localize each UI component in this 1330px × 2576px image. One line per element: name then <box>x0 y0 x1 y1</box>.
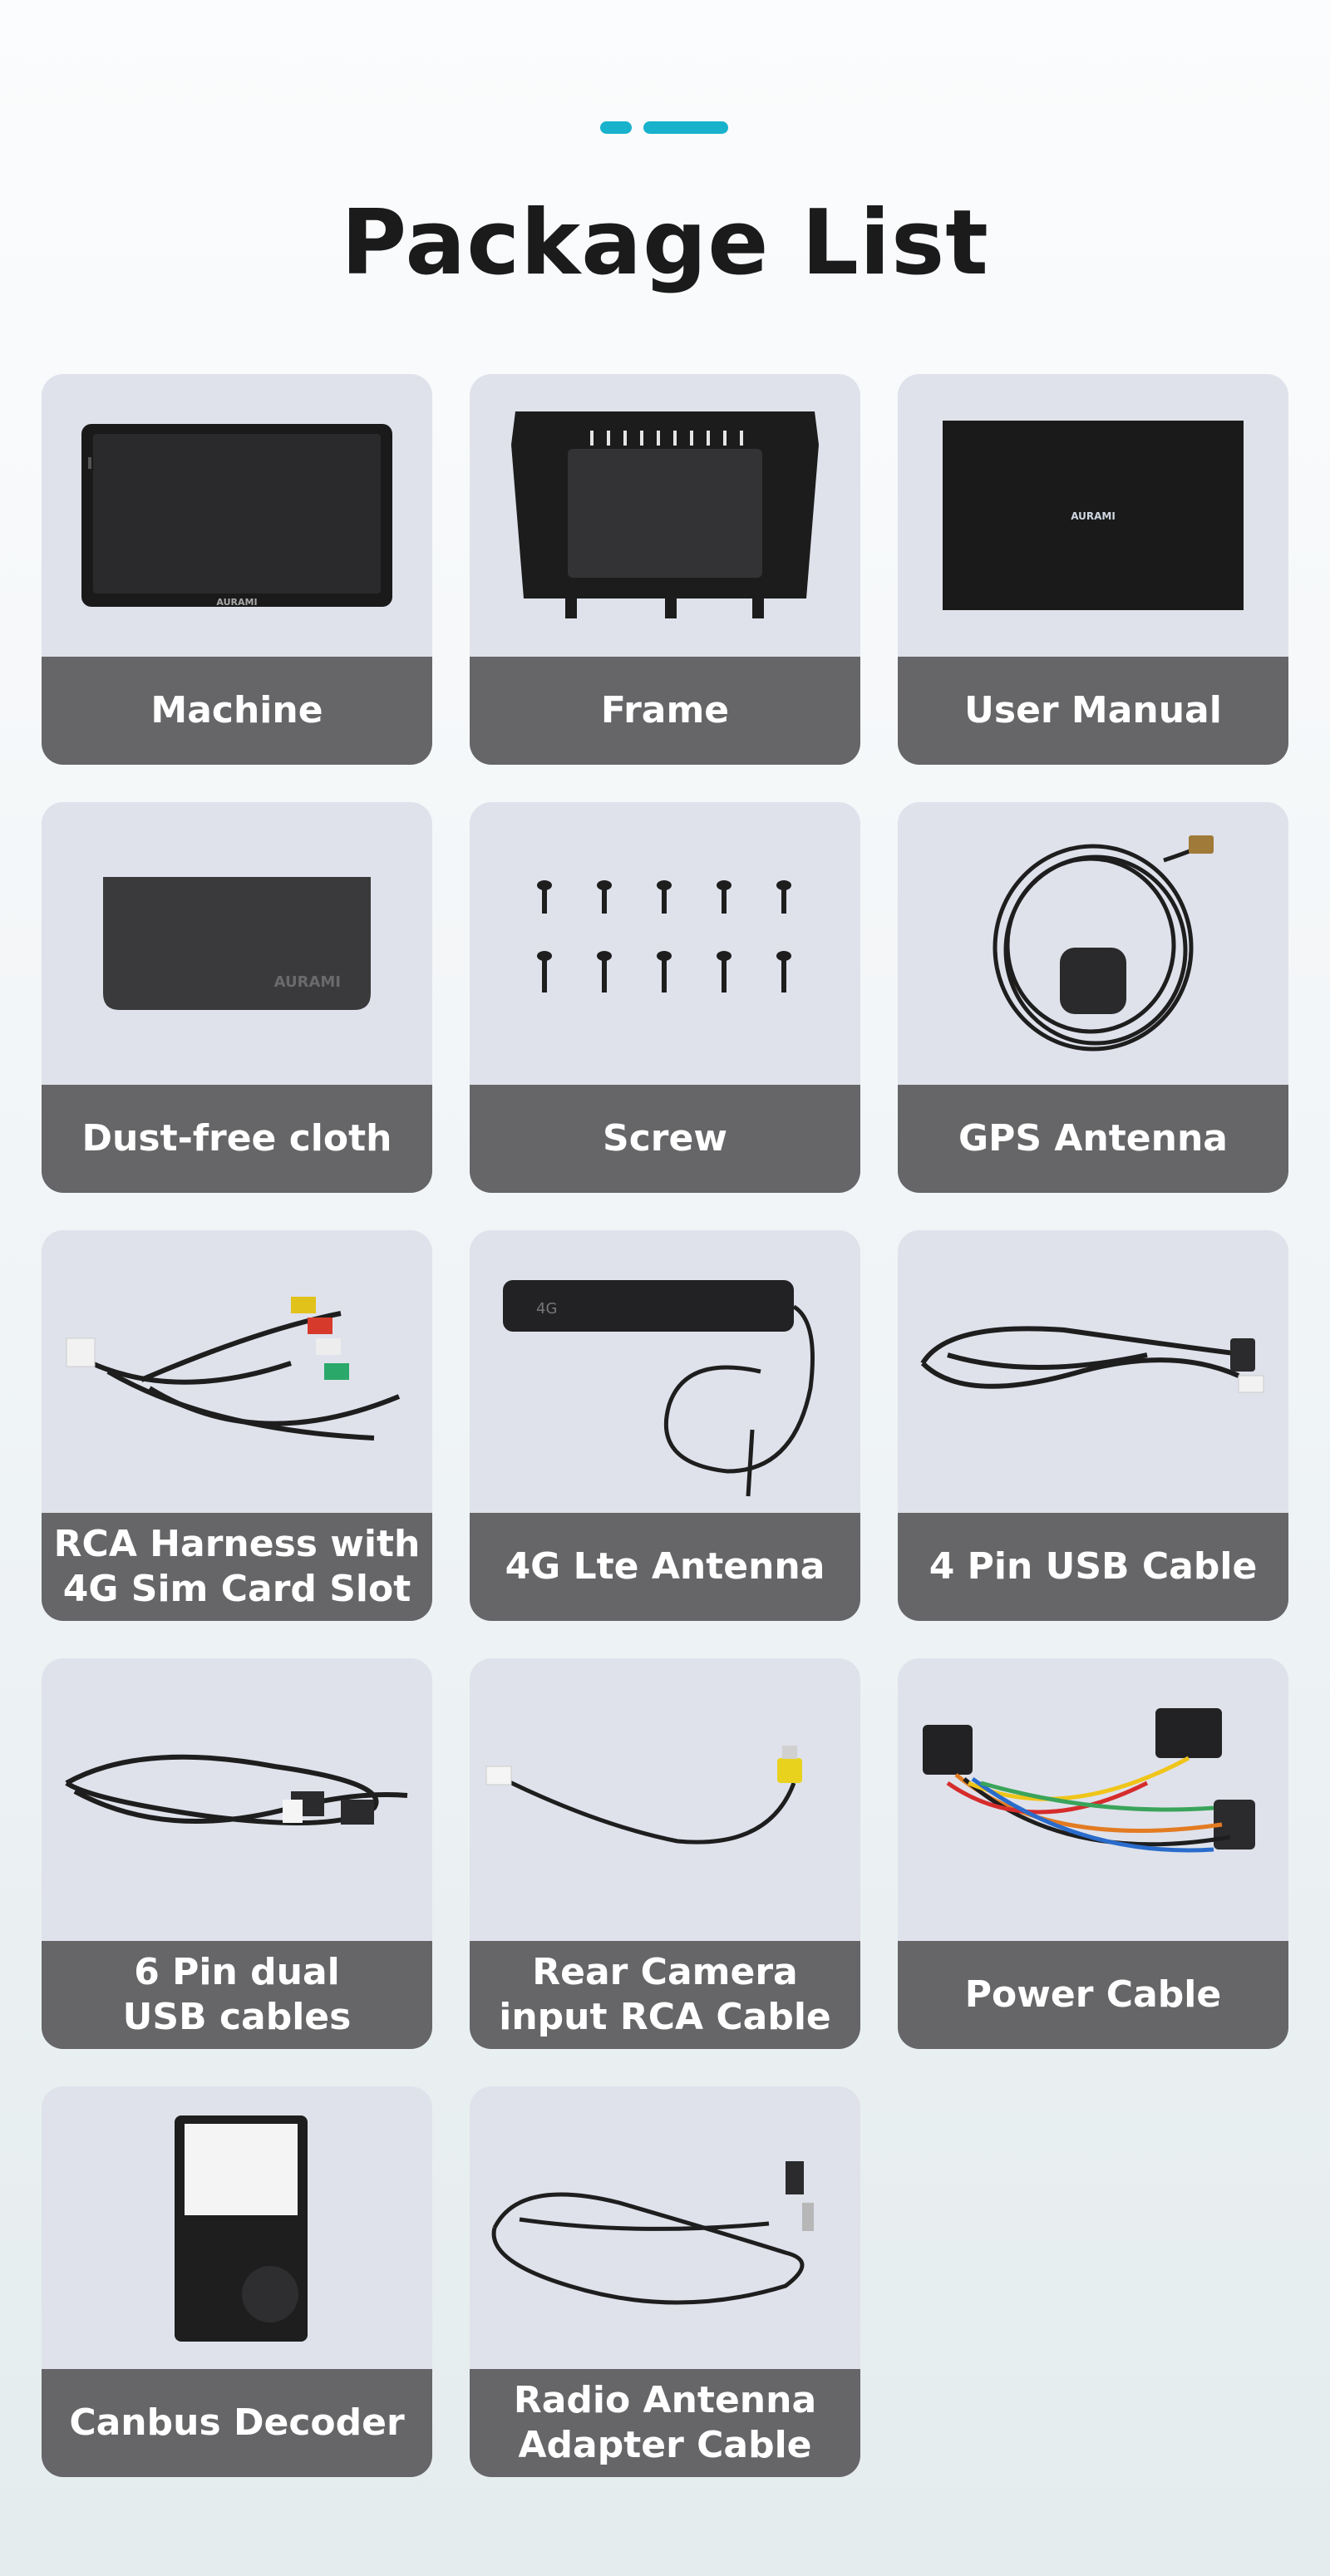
package-card-user-manual: AURAMI User Manual <box>898 374 1288 765</box>
package-label: Power Cable <box>898 1941 1288 2049</box>
gps-antenna-icon <box>898 802 1288 1085</box>
package-card-6pin-dual-usb: 6 Pin dual USB cables <box>42 1658 432 2049</box>
dual-usb-cable-icon <box>42 1658 432 1941</box>
package-card-dust-free-cloth: AURAMI Dust-free cloth <box>42 802 432 1193</box>
package-label: Rear Camera input RCA Cable <box>470 1941 860 2049</box>
package-label: Frame <box>470 657 860 765</box>
package-card-power-cable: Power Cable <box>898 1658 1288 2049</box>
usb-cable-icon <box>898 1230 1288 1513</box>
svg-text:4G: 4G <box>536 1300 557 1318</box>
package-label: User Manual <box>898 657 1288 765</box>
dash-frame-icon <box>470 374 860 657</box>
package-label: 4 Pin USB Cable <box>898 1513 1288 1621</box>
screws-icon <box>470 802 860 1085</box>
package-card-machine: AURAMI Machine <box>42 374 432 765</box>
rca-harness-icon <box>42 1230 432 1513</box>
head-unit-screen-icon: AURAMI <box>42 374 432 657</box>
accent-dashes <box>600 121 728 134</box>
package-label: Machine <box>42 657 432 765</box>
package-card-radio-antenna-adapter: Radio Antenna Adapter Cable <box>470 2086 860 2477</box>
package-label: RCA Harness with 4G Sim Card Slot <box>42 1513 432 1621</box>
package-card-rca-harness: RCA Harness with 4G Sim Card Slot <box>42 1230 432 1621</box>
accent-dash-long <box>643 121 728 134</box>
package-card-4pin-usb-cable: 4 Pin USB Cable <box>898 1230 1288 1621</box>
page-title: Package List <box>341 191 989 295</box>
package-label: Radio Antenna Adapter Cable <box>470 2369 860 2477</box>
package-card-4g-lte-antenna: 4G 4G Lte Antenna <box>470 1230 860 1621</box>
package-label: 4G Lte Antenna <box>470 1513 860 1621</box>
package-card-canbus-decoder: Canbus Decoder <box>42 2086 432 2477</box>
svg-text:AURAMI: AURAMI <box>216 597 257 608</box>
radio-antenna-adapter-icon <box>470 2086 860 2369</box>
package-label: GPS Antenna <box>898 1085 1288 1193</box>
manual-booklet-icon: AURAMI <box>898 374 1288 657</box>
power-harness-icon <box>898 1658 1288 1941</box>
accent-dash-short <box>600 121 632 134</box>
lte-antenna-icon: 4G <box>470 1230 860 1513</box>
package-card-rear-camera-rca: Rear Camera input RCA Cable <box>470 1658 860 2049</box>
package-grid: AURAMI Machine Frame <box>42 374 1288 2477</box>
package-label: 6 Pin dual USB cables <box>42 1941 432 2049</box>
package-card-gps-antenna: GPS Antenna <box>898 802 1288 1193</box>
canbus-decoder-icon <box>42 2086 432 2369</box>
svg-text:AURAMI: AURAMI <box>274 973 341 991</box>
package-card-screw: Screw <box>470 802 860 1193</box>
cloth-icon: AURAMI <box>42 802 432 1085</box>
package-label: Canbus Decoder <box>42 2369 432 2477</box>
camera-rca-cable-icon <box>470 1658 860 1941</box>
package-label: Dust-free cloth <box>42 1085 432 1193</box>
package-card-frame: Frame <box>470 374 860 765</box>
svg-text:AURAMI: AURAMI <box>1071 510 1116 522</box>
package-label: Screw <box>470 1085 860 1193</box>
